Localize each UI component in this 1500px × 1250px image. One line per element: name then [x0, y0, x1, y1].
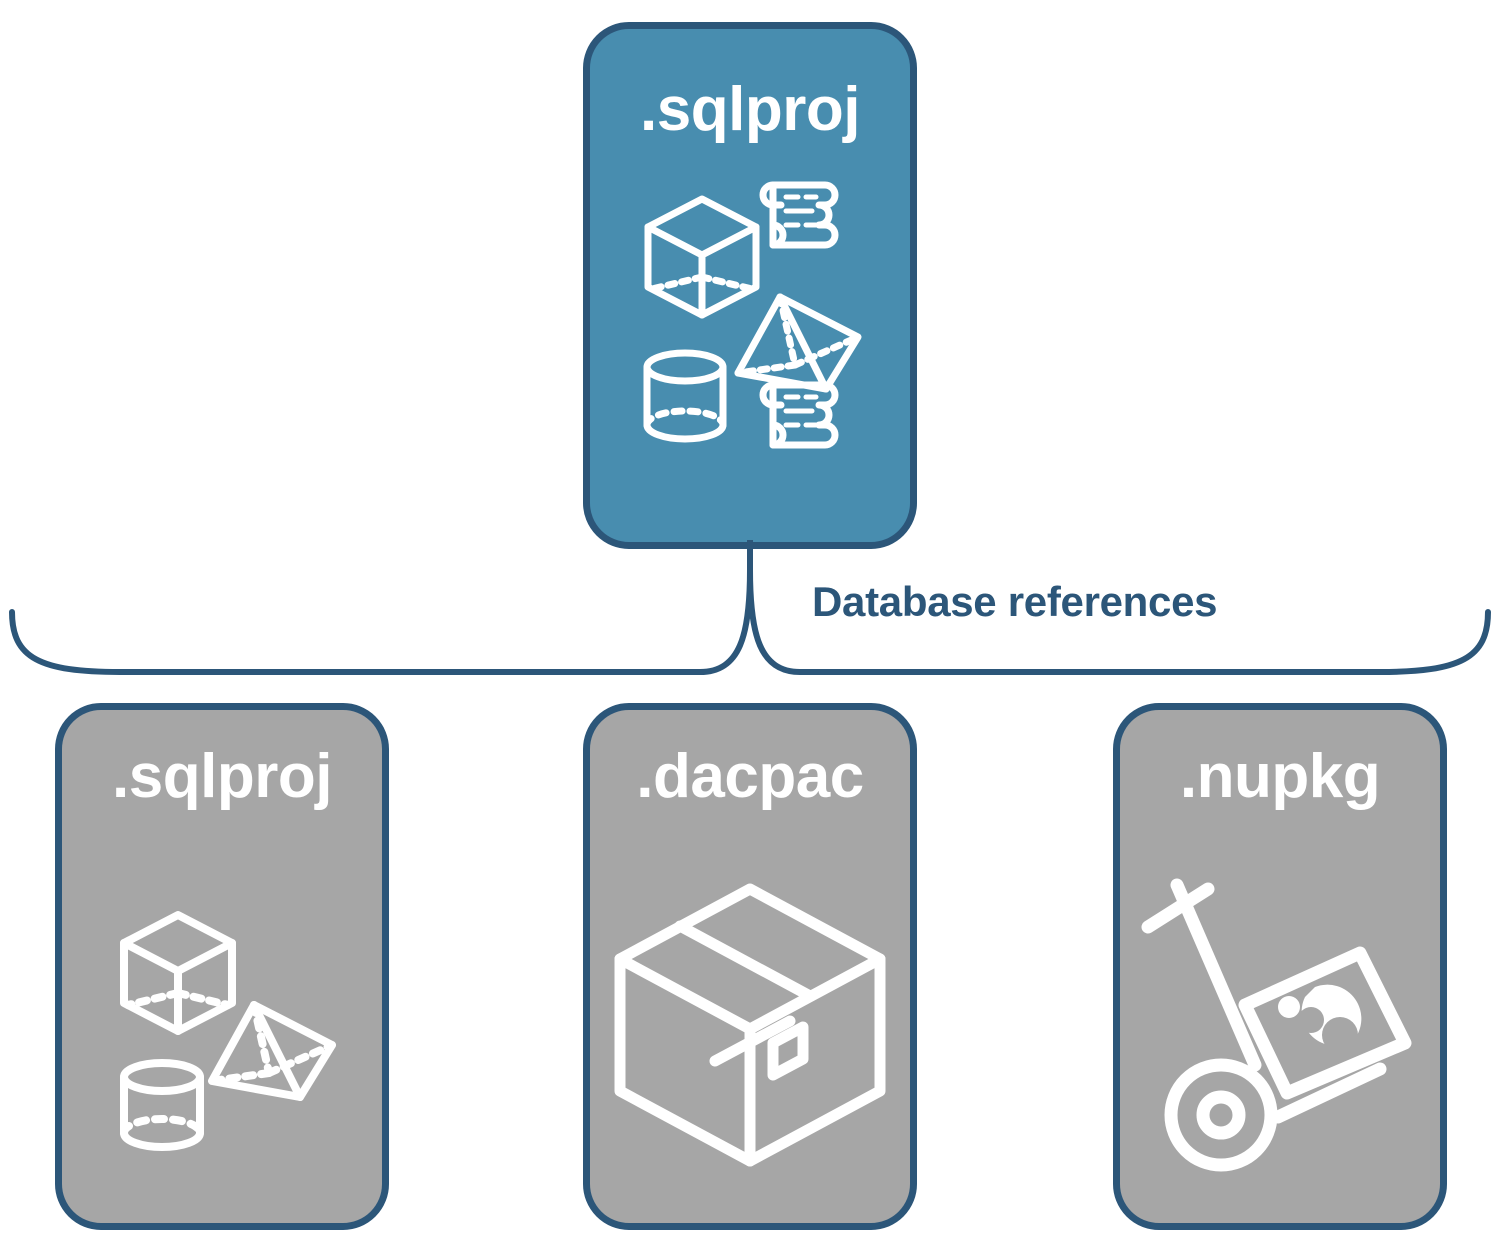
hand-truck-icon — [1141, 878, 1387, 1172]
hand-truck-package-icon — [1120, 855, 1440, 1195]
connector-brace — [9, 540, 1491, 675]
cylinder-icon — [643, 349, 727, 443]
node-card-sqlproj[interactable]: .sqlproj — [55, 703, 389, 1230]
node-label-dacpac: .dacpac — [636, 742, 864, 811]
node-label-nupkg: .nupkg — [1179, 742, 1381, 811]
cylinder-icon — [120, 1059, 204, 1151]
cube-icon — [120, 911, 236, 1035]
scroll-icon — [759, 381, 839, 449]
cube-icon — [644, 195, 760, 319]
scroll-icon — [759, 181, 839, 249]
database-objects-icon — [62, 855, 382, 1195]
box-icon — [614, 883, 886, 1167]
node-label-sqlproj: .sqlproj — [112, 742, 332, 811]
pyramid-icon — [208, 1001, 336, 1101]
node-card-root-sqlproj[interactable]: .sqlproj — [583, 22, 917, 549]
package-box-icon — [590, 855, 910, 1195]
database-objects-and-scripts-icon — [590, 177, 910, 457]
pyramid-icon — [734, 293, 862, 393]
connector-label: Database references — [812, 578, 1218, 625]
nuget-package-icon — [1238, 946, 1412, 1100]
node-label-root: .sqlproj — [640, 75, 860, 144]
node-card-dacpac[interactable]: .dacpac — [583, 703, 917, 1230]
node-card-nupkg[interactable]: .nupkg — [1113, 703, 1447, 1230]
